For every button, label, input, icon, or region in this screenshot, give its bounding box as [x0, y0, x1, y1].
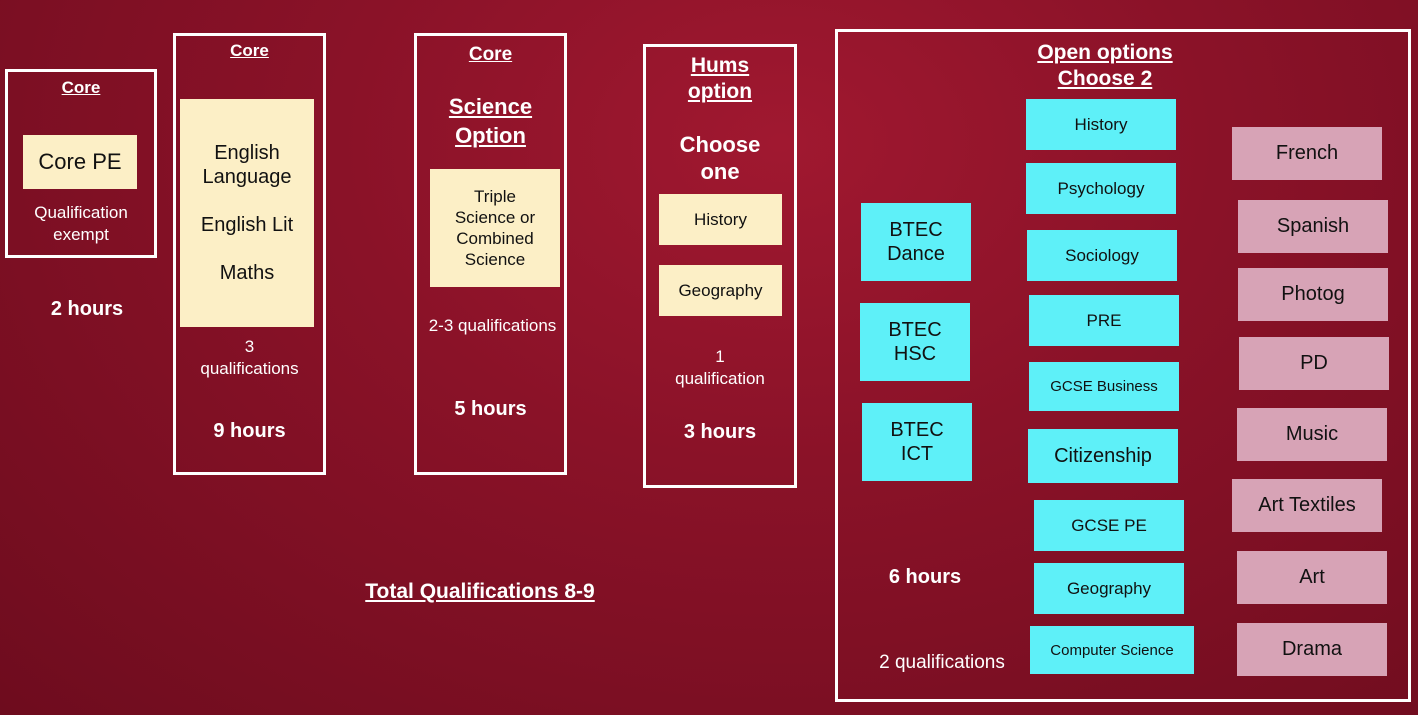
open-option-music-label: Music: [1285, 423, 1339, 445]
core-english-quals-line2: qualifications: [200, 359, 299, 378]
core-pe-label: Core PE: [38, 149, 122, 174]
core-english-subject-3: English Lit: [200, 214, 294, 236]
open-option-psychology-label: Psychology: [1057, 178, 1145, 198]
science-quals: 2-3 qualifications: [428, 316, 557, 335]
btec-option-ict[interactable]: BTEC ICT: [862, 403, 972, 481]
science-title: Science Option: [417, 92, 564, 150]
core-pe-heading: Core: [61, 78, 101, 97]
open-option-french-label: French: [1275, 142, 1339, 164]
core-pe-note: Qualification exempt: [8, 202, 154, 246]
open-options-heading: Open options Choose 2: [802, 40, 1408, 92]
open-option-sociology[interactable]: Sociology: [1027, 230, 1177, 281]
hums-option-history[interactable]: History: [659, 194, 782, 245]
science-panel: Core Science Option Triple Science or Co…: [414, 33, 567, 475]
core-english-box: English Language English Lit Maths: [180, 99, 314, 327]
open-option-spanish-label: Spanish: [1276, 215, 1350, 237]
btec-hsc-line2: HSC: [893, 343, 937, 365]
core-english-quals-line1: 3: [244, 337, 255, 356]
hums-hours: 3 hours: [683, 421, 757, 443]
open-option-art[interactable]: Art: [1237, 551, 1387, 604]
open-option-geography-label: Geography: [1066, 578, 1152, 598]
core-english-subject-4: Maths: [219, 262, 275, 284]
core-english-panel: Core English Language English Lit Maths …: [173, 33, 326, 475]
open-options-hours: 6 hours: [888, 566, 962, 588]
open-option-music[interactable]: Music: [1237, 408, 1387, 461]
core-english-hours: 9 hours: [213, 420, 286, 442]
open-option-pre[interactable]: PRE: [1029, 295, 1179, 346]
open-option-pd[interactable]: PD: [1239, 337, 1389, 390]
hums-heading: Hums option: [646, 53, 794, 105]
core-english-heading: Core: [230, 41, 269, 60]
hums-option-geography-label: Geography: [678, 280, 763, 300]
hums-quals: 1 qualification: [646, 346, 794, 390]
open-option-history-label: History: [1074, 114, 1128, 134]
core-english-subject-1: English: [214, 142, 280, 164]
hums-choose: Choose one: [646, 131, 794, 185]
open-option-gcse-business[interactable]: GCSE Business: [1029, 362, 1179, 411]
open-option-pd-label: PD: [1300, 352, 1328, 374]
core-english-subject-2: Language: [202, 166, 292, 188]
open-option-french[interactable]: French: [1232, 127, 1382, 180]
core-pe-box: Core PE: [23, 135, 137, 189]
core-pe-note-line2: exempt: [53, 225, 109, 244]
open-option-pre-label: PRE: [1086, 310, 1122, 330]
science-hours: 5 hours: [454, 398, 527, 420]
open-option-citizenship[interactable]: Citizenship: [1028, 429, 1178, 483]
open-option-art-textiles[interactable]: Art Textiles: [1232, 479, 1382, 532]
open-option-history[interactable]: History: [1026, 99, 1176, 150]
open-option-gcse-business-label: GCSE Business: [1050, 378, 1158, 395]
hums-panel: Hums option Choose one History Geography…: [643, 44, 797, 488]
open-option-art-textiles-label: Art Textiles: [1258, 494, 1356, 516]
science-subject-line2: Science or: [454, 208, 536, 227]
core-english-quals: 3 qualifications: [176, 336, 323, 380]
open-option-photog[interactable]: Photog: [1238, 268, 1388, 321]
open-option-spanish[interactable]: Spanish: [1238, 200, 1388, 253]
open-option-psychology[interactable]: Psychology: [1026, 163, 1176, 214]
open-options-panel: Open options Choose 2: [835, 29, 1411, 702]
hums-choose-line2: one: [700, 159, 740, 184]
hums-quals-line1: 1: [715, 347, 725, 366]
open-option-computer-science[interactable]: Computer Science: [1030, 626, 1194, 674]
btec-ict-line2: ICT: [900, 443, 934, 465]
open-option-photog-label: Photog: [1281, 283, 1345, 305]
open-option-art-label: Art: [1299, 566, 1325, 588]
open-option-gcse-pe[interactable]: GCSE PE: [1034, 500, 1184, 551]
core-pe-panel: Core Core PE Qualification exempt: [5, 69, 157, 258]
hums-heading-line1: Hums: [690, 54, 750, 77]
open-option-citizenship-label: Citizenship: [1054, 444, 1152, 467]
open-options-quals: 2 qualifications: [879, 652, 1005, 673]
btec-option-hsc[interactable]: BTEC HSC: [860, 303, 970, 381]
science-subject-line3: Combined: [456, 229, 534, 248]
science-subject-line4: Science: [464, 250, 526, 269]
open-options-heading-line2: Choose 2: [1057, 67, 1153, 90]
btec-dance-line1: BTEC: [889, 219, 943, 241]
science-title-line1: Science: [448, 94, 533, 119]
science-box: Triple Science or Combined Science: [430, 169, 560, 287]
open-option-sociology-label: Sociology: [1065, 245, 1139, 265]
open-option-gcse-pe-label: GCSE PE: [1071, 515, 1147, 535]
btec-option-dance[interactable]: BTEC Dance: [861, 203, 971, 281]
core-pe-note-line1: Qualification: [34, 203, 128, 222]
open-option-drama[interactable]: Drama: [1237, 623, 1387, 676]
total-qualifications: Total Qualifications 8-9: [365, 580, 595, 603]
hums-option-history-label: History: [694, 209, 747, 229]
open-option-computer-science-label: Computer Science: [1050, 641, 1174, 659]
open-option-drama-label: Drama: [1281, 638, 1342, 660]
hums-quals-line2: qualification: [675, 369, 765, 388]
btec-ict-line1: BTEC: [890, 419, 944, 441]
open-option-geography[interactable]: Geography: [1034, 563, 1184, 614]
core-pe-hours: 2 hours: [50, 298, 124, 320]
btec-dance-line2: Dance: [887, 243, 945, 265]
hums-heading-line2: option: [687, 80, 753, 103]
hums-option-geography[interactable]: Geography: [659, 265, 782, 316]
science-title-line2: Option: [455, 123, 526, 148]
open-options-heading-line1: Open options: [1037, 41, 1173, 64]
science-heading: Core: [468, 44, 513, 65]
hums-choose-line1: Choose: [679, 132, 761, 157]
science-subject-line1: Triple: [474, 187, 516, 206]
btec-hsc-line1: BTEC: [888, 319, 942, 341]
